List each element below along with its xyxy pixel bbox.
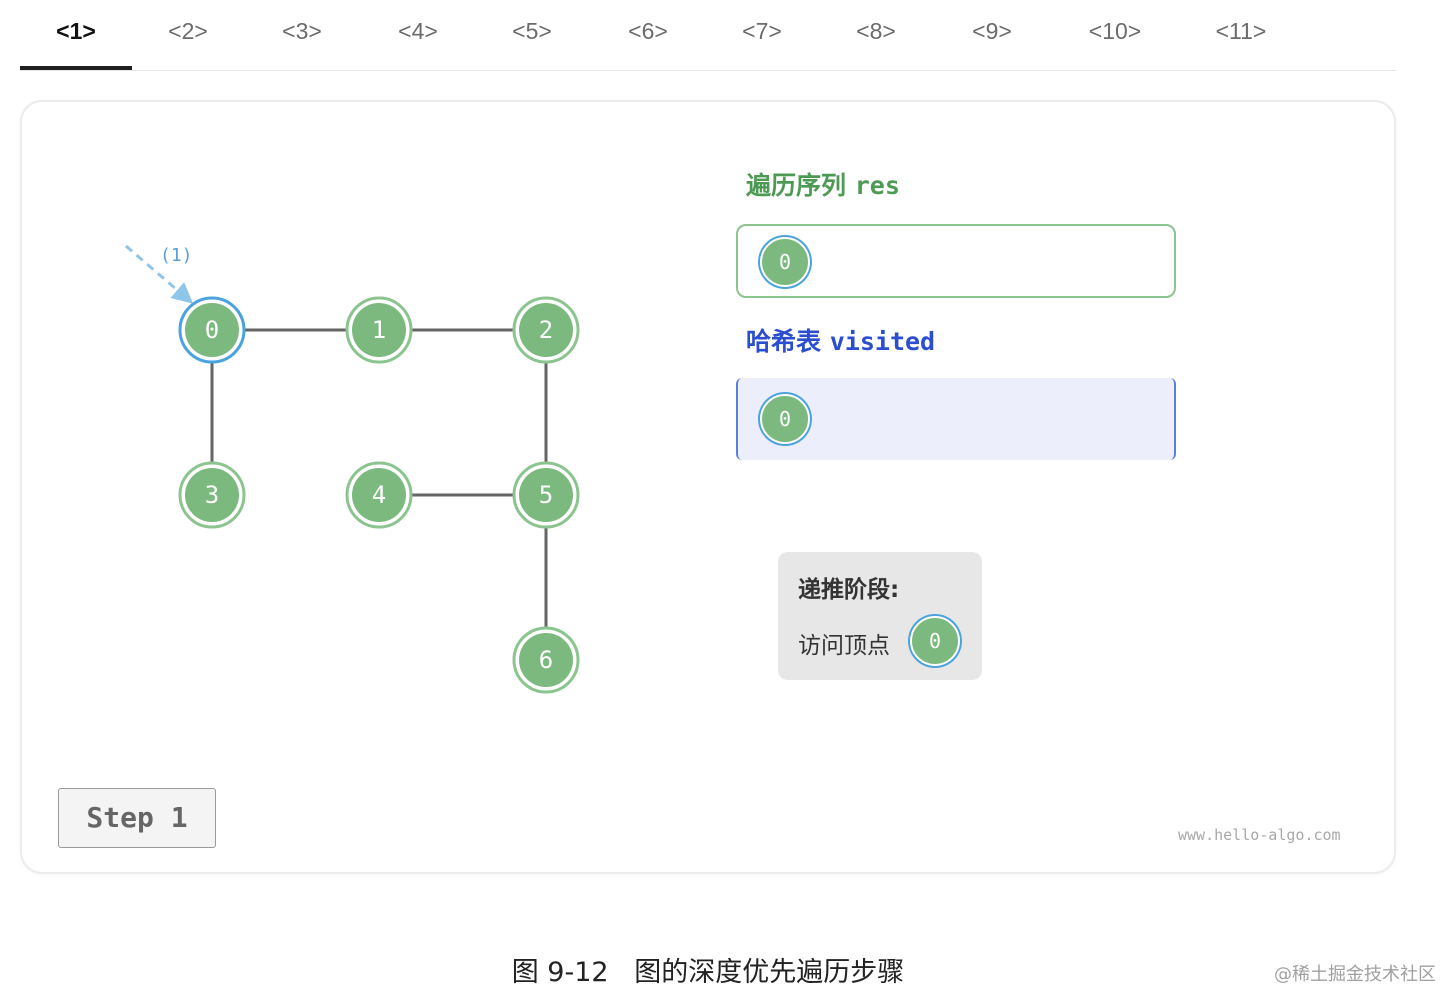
nodes-layer [178, 296, 580, 694]
res-title: 遍历序列 res [746, 166, 900, 202]
active-tab-underline [20, 66, 132, 70]
phase-node: 0 [910, 616, 960, 666]
traversal-pointer-arrow [125, 244, 194, 304]
graph-node-6 [519, 633, 573, 687]
graph-node-label: 6 [538, 646, 554, 674]
graph-node-label: 3 [204, 481, 220, 509]
graph-node-3 [185, 468, 239, 522]
tab-6[interactable]: <6> [628, 18, 668, 44]
figure-caption: 图 9-12 图的深度优先遍历步骤 [511, 957, 905, 988]
site-watermark: www.hello-algo.com [1178, 826, 1341, 844]
step-button[interactable]: Step 1 [58, 788, 216, 848]
visited-title-code: visited [829, 327, 936, 356]
graph-node-4 [352, 468, 406, 522]
res-item-node: 0 [760, 237, 810, 287]
res-title-cn: 遍历序列 [746, 171, 847, 200]
tab-3[interactable]: <3> [282, 18, 322, 44]
tab-8[interactable]: <8> [856, 18, 896, 44]
tab-2[interactable]: <2> [168, 18, 208, 44]
tab-bar: <1> <2> <3> <4> <5> <6> <7> <8> <9> <10>… [20, 0, 1396, 71]
phase-title: 递推阶段: [798, 577, 900, 603]
visited-title: 哈希表 visited [746, 322, 935, 358]
corner-watermark: @稀土掘金技术社区 [1274, 964, 1436, 985]
visited-set-box: 0 [736, 378, 1176, 460]
visited-title-cn: 哈希表 [746, 327, 822, 356]
graph-node-0 [185, 303, 239, 357]
phase-note: 递推阶段: 访问顶点 0 [778, 552, 982, 680]
graph-node-2 [519, 303, 573, 357]
tab-9[interactable]: <9> [972, 18, 1012, 44]
tab-10[interactable]: <10> [1088, 18, 1142, 44]
graph-node-label: 5 [538, 481, 554, 509]
tab-5[interactable]: <5> [512, 18, 552, 44]
tab-1[interactable]: <1> [56, 18, 96, 44]
tab-7[interactable]: <7> [742, 18, 782, 44]
graph-node-label: 1 [371, 316, 387, 344]
pointer-step-label: (1) [160, 245, 193, 266]
graph-node-label: 4 [371, 481, 387, 509]
graph-node-label: 2 [538, 316, 554, 344]
phase-text: 访问顶点 [798, 633, 890, 659]
res-title-code: res [854, 171, 900, 200]
graph-node-5 [519, 468, 573, 522]
graph-node-label: 0 [204, 316, 220, 344]
visited-item-node: 0 [760, 394, 810, 444]
tab-11[interactable]: <11> [1215, 18, 1267, 44]
res-sequence-box: 0 [736, 224, 1176, 298]
graph-node-1 [352, 303, 406, 357]
tab-4[interactable]: <4> [398, 18, 438, 44]
